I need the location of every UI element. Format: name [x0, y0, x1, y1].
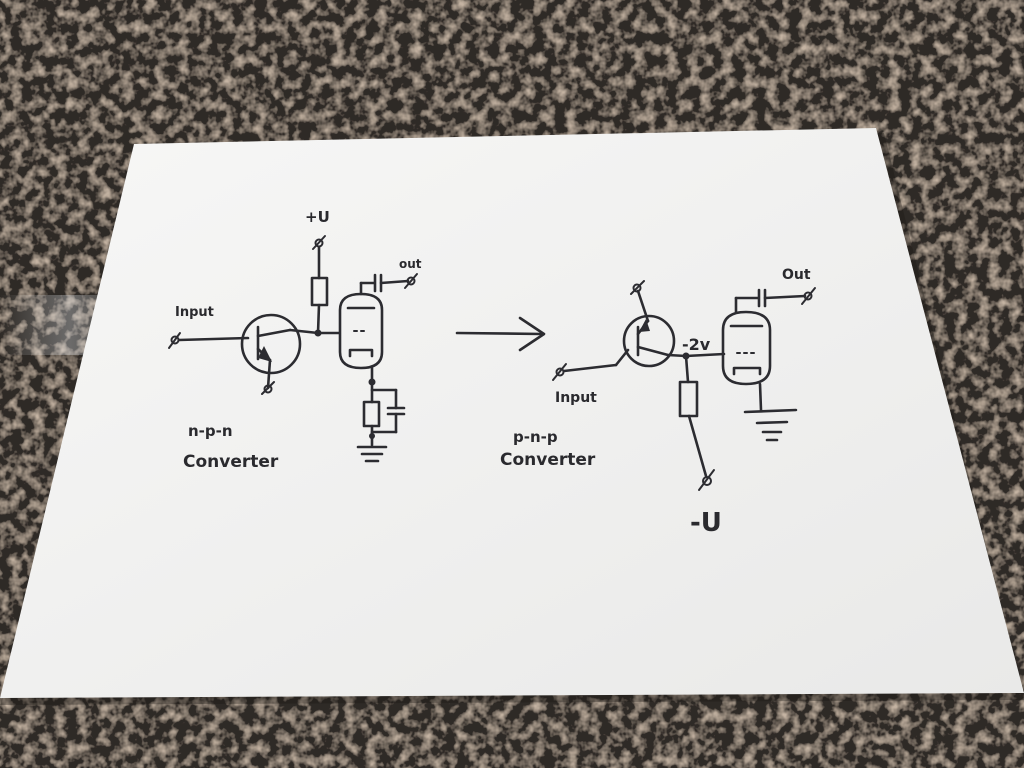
output-label: out: [399, 257, 422, 271]
pnp-ground-bar-2: [755, 420, 789, 425]
emitter-terminal: [263, 384, 273, 394]
supply-label: +U: [305, 208, 330, 226]
pnp-input-wire: [562, 363, 618, 373]
output-terminal-mark: [404, 273, 418, 289]
pnp-transistor-body: [622, 314, 676, 368]
pnp-tube-cathode: [732, 366, 762, 376]
pnp-load-wire-top: [684, 354, 690, 384]
emitter-terminal-mark: [261, 381, 275, 395]
input-terminal-mark: [168, 332, 181, 349]
npn-emitter-wire: [266, 358, 272, 390]
pnp-output-terminal: [803, 291, 813, 301]
npn-transistor-body: [240, 313, 302, 375]
supply-wire-bottom: [316, 303, 321, 335]
output-wire-2: [379, 279, 410, 285]
pnp-input-terminal-mark: [552, 363, 567, 381]
pnp-output-terminal-mark: [801, 287, 816, 305]
pnp-output-label: Out: [782, 267, 811, 283]
arrow-right-icon: [455, 316, 546, 352]
voltage-label: -2v: [682, 335, 711, 354]
pnp-load-wire-bottom: [687, 414, 708, 478]
pnp-type-label: p-n-p: [513, 428, 558, 446]
pnp-top-wire: [636, 289, 650, 323]
pnp-top-terminal: [632, 283, 642, 293]
tube-cathode: [348, 348, 374, 358]
paper-sheet: [0, 128, 1024, 698]
supply-terminal-mark: [312, 235, 326, 250]
pnp-converter-circuit: -2v -U Out Input p-n-p Converter: [500, 267, 816, 538]
pnp-output-wire-2: [763, 294, 807, 300]
pnp-supply-terminal-mark: [698, 469, 715, 491]
pnp-caption: Converter: [500, 450, 596, 470]
npn-emitter-arrow: [258, 346, 272, 362]
pnp-ground-bar-1: [743, 408, 798, 414]
vacuum-tube-envelope: [338, 292, 384, 370]
npn-collector-lead: [256, 328, 292, 338]
type-label: n-p-n: [188, 422, 233, 440]
input-label: Input: [175, 305, 214, 320]
collector-wire: [288, 328, 320, 335]
caption: Converter: [183, 452, 279, 472]
pnp-supply-terminal: [702, 476, 712, 486]
npn-converter-circuit: +U out: [168, 208, 422, 472]
pnp-node-to-tube: [684, 352, 726, 358]
pnp-cathode-wire: [758, 382, 763, 412]
pnp-input-label: Input: [555, 390, 597, 406]
input-wire: [177, 336, 250, 342]
pnp-top-terminal-mark: [630, 280, 645, 295]
pnp-emitter-arrow: [639, 319, 650, 332]
pnp-supply-label: -U: [690, 508, 722, 538]
ground-node: [369, 433, 375, 439]
output-terminal: [406, 276, 416, 286]
pnp-collector-lead: [636, 345, 670, 357]
